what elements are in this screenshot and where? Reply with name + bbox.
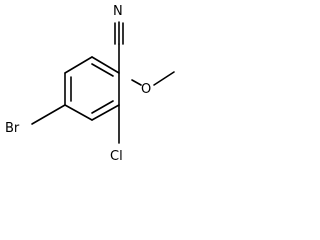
canvas-background: [0, 0, 198, 189]
oxygen-atom-label: O: [141, 82, 151, 97]
oxygen-to-methyl-bond: [153, 71, 175, 86]
nitrogen-atom-label: N: [113, 4, 123, 19]
bromine-atom-label: Br: [5, 121, 20, 136]
ring-bond-c1-c2: [91, 56, 120, 74]
ring-bond-c6-c1: [64, 56, 93, 74]
ring-bond-c4-c5: [64, 104, 93, 121]
ring-bond-c3-c4: [91, 104, 120, 121]
ring-to-oxygen-bond: [131, 79, 142, 86]
chlorine-atom-label: Cl: [110, 149, 123, 164]
ring-double-bond-inner-c3-c4: [91, 100, 114, 114]
ring-double-bond-inner-c1-c2: [91, 63, 114, 77]
chemical-structure-diagram: N O Cl Br: [0, 0, 198, 189]
ring-to-bromine-bond: [31, 104, 66, 125]
